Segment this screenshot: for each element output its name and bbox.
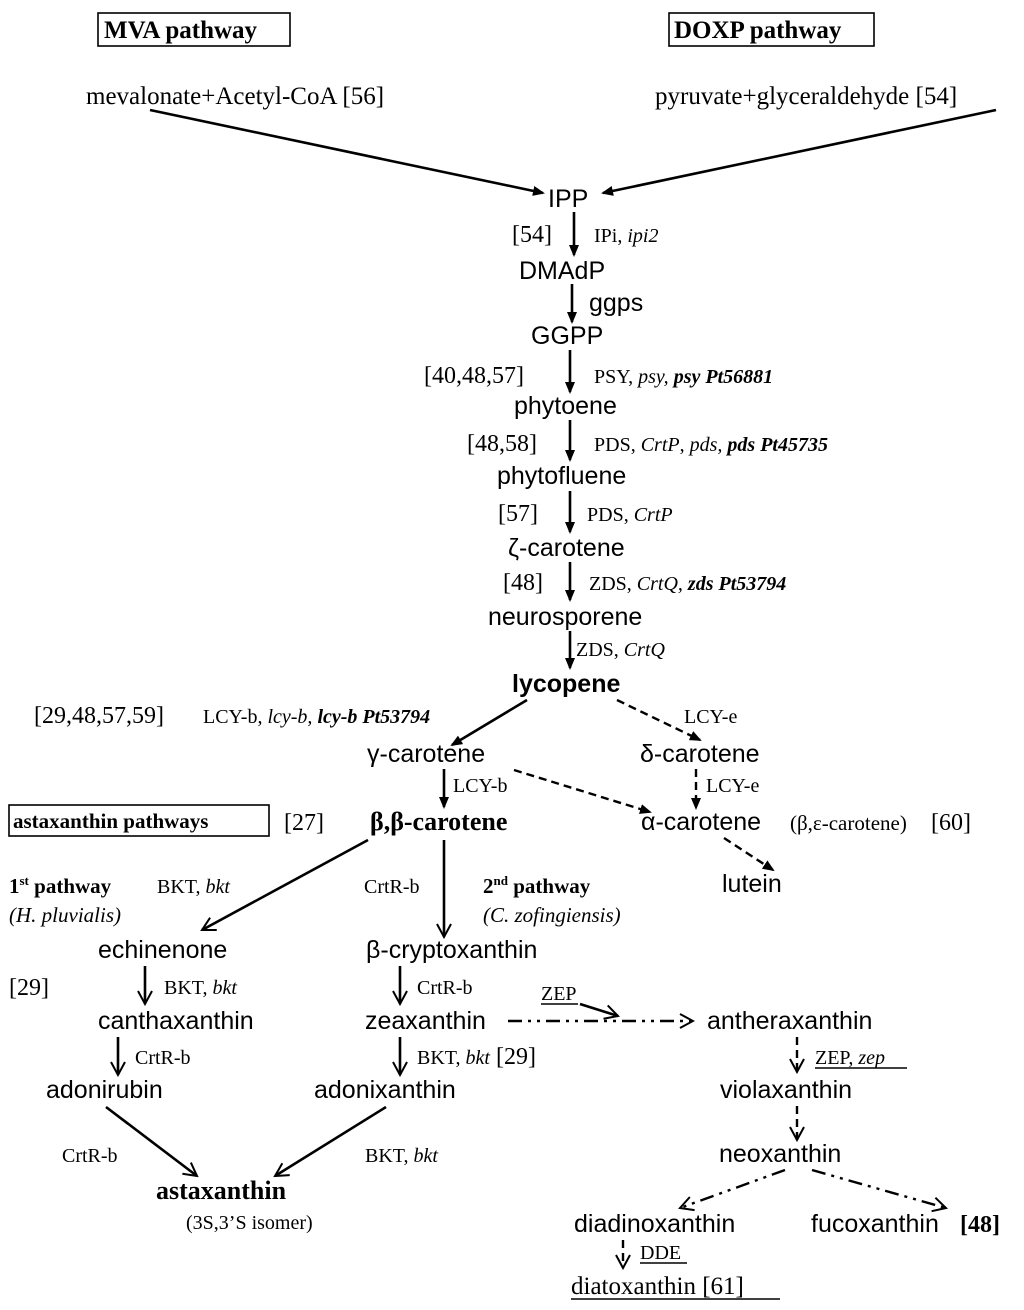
node-gamma-carotene: γ-carotene xyxy=(367,740,485,768)
node-fucoxanthin: fucoxanthin xyxy=(811,1210,939,1238)
enzyme-zeaxanthin-adonixanthin: BKT, bkt [29] xyxy=(417,1044,536,1070)
doxp-header-box xyxy=(668,12,875,47)
astaxanthin-pathways-box xyxy=(8,804,270,837)
enzyme-cryptoxanthin-zeaxanthin: CrtR-b xyxy=(417,977,473,999)
ref-ipp-dmadp: [54] xyxy=(512,222,552,248)
enzyme-phytoene-phytofluene: PDS, CrtP, pds, pds Pt45735 xyxy=(594,434,828,456)
node-adonixanthin: adonixanthin xyxy=(314,1076,456,1104)
adonirubin-to-astaxanthin-arrow xyxy=(105,1105,197,1176)
node-phytofluene: phytofluene xyxy=(497,462,626,490)
zep-arrow xyxy=(579,1002,618,1016)
lycopene-to-delta-arrow xyxy=(616,698,702,742)
node-echinenone: echinenone xyxy=(98,936,227,964)
adonixanthin-to-astaxanthin-arrow xyxy=(275,1105,387,1176)
node-adonirubin: adonirubin xyxy=(46,1076,163,1104)
alpha-carotene-alt-name: (β,ε-carotene) xyxy=(790,811,907,835)
neoxanthin-to-diadinoxanthin-arrow xyxy=(680,1168,786,1208)
ref-first-pathway: [29] xyxy=(9,975,49,1001)
ref-phytoene-phytofluene: [48,58] xyxy=(467,431,537,457)
node-neoxanthin: neoxanthin xyxy=(719,1140,841,1168)
beta-to-echinenone-arrow xyxy=(202,838,369,932)
mva-source: mevalonate+Acetyl-CoA [56] xyxy=(86,83,384,110)
ref-phytofluene-zeta: [57] xyxy=(498,501,538,527)
node-beta-beta-carotene: β,β-carotene xyxy=(370,807,507,836)
node-ipp: IPP xyxy=(548,185,588,213)
enzyme-dmadp-ggpp: ggps xyxy=(589,289,643,317)
enzyme-ggpp-phytoene: PSY, psy, psy Pt56881 xyxy=(594,366,773,388)
node-lutein: lutein xyxy=(722,870,782,898)
astaxanthin-pathways-ref: [27] xyxy=(284,810,324,836)
enzyme-zeta-neurosporene: ZDS, CrtQ, zds Pt53794 xyxy=(589,573,786,595)
doxp-header: DOXP pathway xyxy=(674,17,842,44)
node-lycopene: lycopene xyxy=(512,670,620,698)
enzyme-zep: ZEP xyxy=(541,983,577,1005)
gamma-to-alpha-arrow xyxy=(513,768,652,814)
enzyme-beta-cryptoxanthin: CrtR-b xyxy=(364,876,420,898)
second-pathway-organism: (C. zofingiensis) xyxy=(483,903,621,927)
enzyme-echinenone-canthaxanthin: BKT, bkt xyxy=(164,977,237,999)
node-ggpp: GGPP xyxy=(531,322,603,350)
node-zeta-carotene: ζ-carotene xyxy=(508,534,625,562)
node-phytoene: phytoene xyxy=(514,392,617,420)
node-diatoxanthin: diatoxanthin [61] xyxy=(571,1273,744,1300)
enzyme-dde: DDE xyxy=(640,1242,681,1264)
fucoxanthin-ref: [48] xyxy=(960,1212,1000,1238)
enzyme-lycopene-delta: LCY-e xyxy=(684,706,737,728)
node-dmadp: DMAdP xyxy=(519,257,605,285)
enzyme-neurosporene-lycopene: ZDS, CrtQ xyxy=(576,639,665,661)
mva-header: MVA pathway xyxy=(104,17,258,44)
enzyme-delta-alpha: LCY-e xyxy=(706,775,759,797)
enzyme-gamma-beta: LCY-b xyxy=(453,775,507,797)
enzyme-beta-echinenone: BKT, bkt xyxy=(157,876,230,898)
enzyme-phytofluene-zeta: PDS, CrtP xyxy=(587,504,673,526)
node-astaxanthin: astaxanthin xyxy=(156,1176,287,1205)
node-alpha-carotene: α-carotene xyxy=(641,808,761,836)
lycopene-to-gamma-arrow xyxy=(450,698,528,747)
enzyme-antheraxanthin-violaxanthin: ZEP, zep xyxy=(815,1047,885,1069)
ref-ggpp-phytoene: [40,48,57] xyxy=(424,363,524,389)
enzyme-canthaxanthin-adonirubin: CrtR-b xyxy=(135,1047,191,1069)
astaxanthin-isomer: (3S,3’S isomer) xyxy=(186,1212,313,1234)
enzyme-adonirubin-astaxanthin: CrtR-b xyxy=(62,1145,118,1167)
enzyme-adonixanthin-astaxanthin: BKT, bkt xyxy=(365,1145,438,1167)
node-zeaxanthin: zeaxanthin xyxy=(365,1007,486,1035)
enzyme-lycopene-gamma: LCY-b, lcy-b, lcy-b Pt53794 xyxy=(203,706,430,728)
node-canthaxanthin: canthaxanthin xyxy=(98,1007,254,1035)
node-diadinoxanthin: diadinoxanthin xyxy=(574,1210,735,1238)
doxp-source: pyruvate+glyceraldehyde [54] xyxy=(655,83,957,110)
node-delta-carotene: δ-carotene xyxy=(640,740,760,768)
astaxanthin-pathways-header: astaxanthin pathways xyxy=(13,809,208,833)
doxp-to-ipp-arrow xyxy=(601,108,997,196)
ref-zeta-neurosporene: [48] xyxy=(503,570,543,596)
enzyme-ipp-dmadp: IPi, ipi2 xyxy=(594,225,658,247)
alpha-carotene-ref: [60] xyxy=(931,810,971,836)
mva-header-box xyxy=(97,12,291,47)
first-pathway-label: 1st pathway xyxy=(9,873,112,898)
first-pathway-organism: (H. pluvialis) xyxy=(9,903,121,927)
ref-lycopene-gamma: [29,48,57,59] xyxy=(34,703,164,729)
alpha-to-lutein-arrow xyxy=(723,836,775,872)
node-antheraxanthin: antheraxanthin xyxy=(707,1007,872,1035)
second-pathway-label: 2nd pathway xyxy=(483,873,591,898)
neoxanthin-to-fucoxanthin-arrow xyxy=(811,1168,946,1208)
node-beta-cryptoxanthin: β-cryptoxanthin xyxy=(366,936,537,964)
mva-to-ipp-arrow xyxy=(149,108,545,196)
node-violaxanthin: violaxanthin xyxy=(720,1076,852,1104)
node-neurosporene: neurosporene xyxy=(488,603,642,631)
